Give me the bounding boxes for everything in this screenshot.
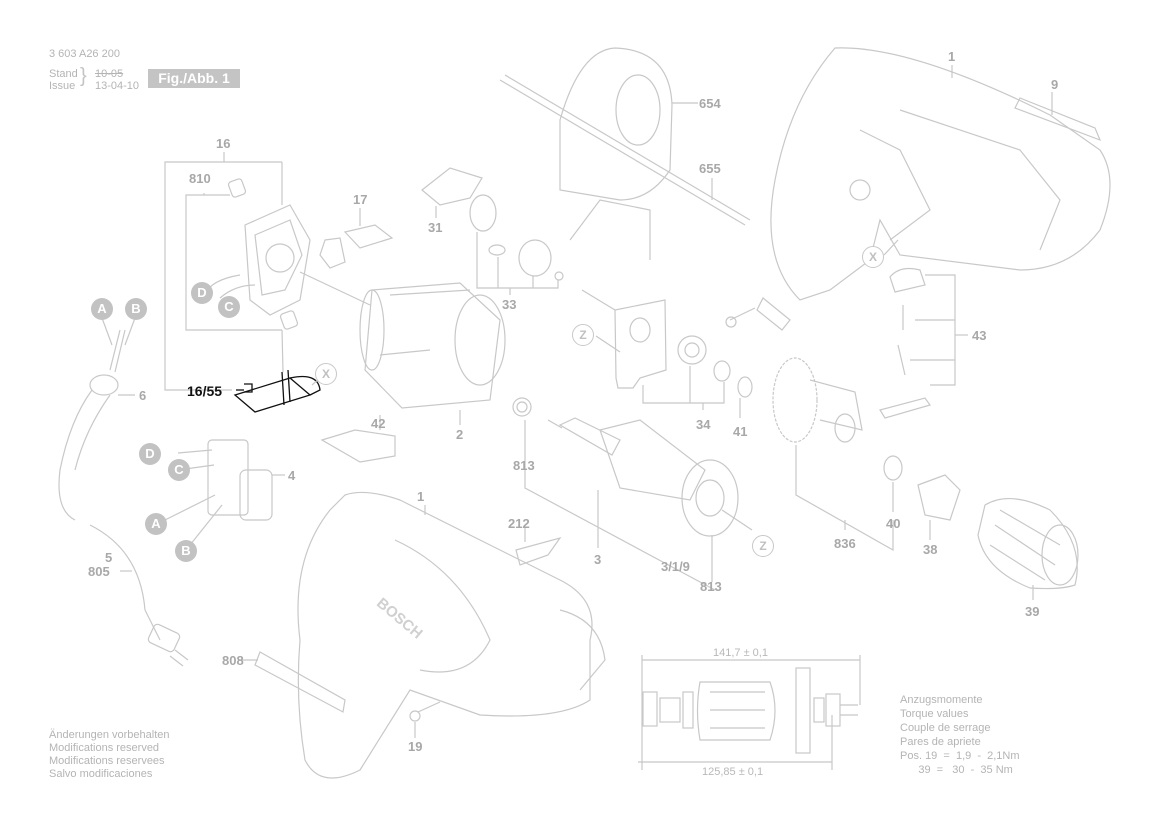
part-label-16-55[interactable]: 16/55 [187,383,223,399]
screw-19 [409,710,421,722]
ref-z-plate: Z [572,324,594,346]
issue-date: 13-04-10 [95,80,140,92]
part-label-808[interactable]: 808 [222,653,244,668]
housing-half-1-lower [297,491,606,779]
part-label-6[interactable]: 6 [139,388,147,403]
part-label-4[interactable]: 4 [288,468,296,483]
dimension-top: 141,7 ± 0,1 [713,647,768,659]
notice-line: Salvo modificaciones [49,768,153,780]
part-label-813-left[interactable]: 813 [513,458,535,473]
part-label-42[interactable]: 42 [371,416,386,431]
part-9-strip [1014,97,1102,142]
torque-line: Torque values [900,708,969,720]
switch-4 [164,439,285,546]
part-label-1-top[interactable]: 1 [948,49,956,64]
chuck-39 [977,497,1079,600]
armature-dimension-drawing [638,655,861,770]
stand-label: Stand [49,68,78,80]
part-42 [320,415,396,463]
issue-label: Issue [49,80,76,92]
callout-a-switch: A [145,513,167,535]
part-17 [319,208,394,269]
part-label-5[interactable]: 5 [105,550,113,565]
part-label-813-right[interactable]: 813 [700,579,722,594]
dimension-bottom: 125,85 ± 0,1 [702,766,764,778]
part-label-41[interactable]: 41 [733,424,748,439]
part-label-805[interactable]: 805 [88,564,110,579]
torque-line: 39 = 30 - 35 Nm [900,764,1013,776]
part-label-19[interactable]: 19 [408,739,423,754]
stand-date: 10-05 [95,68,124,80]
part-label-654[interactable]: 654 [699,96,721,111]
part-label-40[interactable]: 40 [886,516,901,531]
callout-c-plate: C [218,296,240,318]
part-212 [515,536,562,566]
callout-a-cable: A [91,298,113,320]
notice-line: Modifications reserved [49,742,160,754]
part-16-55 [233,369,321,413]
callout-b-cable: B [125,298,147,320]
part-label-31[interactable]: 31 [428,220,443,235]
spindle-38 [917,474,961,521]
ref-x-left: X [315,363,337,385]
part-label-33[interactable]: 33 [502,297,517,312]
part-label-34[interactable]: 34 [696,417,711,432]
callout-d-plate: D [191,282,213,304]
depth-stop-rod-655 [499,74,751,226]
gear-836 [772,357,894,552]
auxiliary-handle-654 [559,47,698,260]
ref-x-right: X [862,246,884,268]
part-label-2[interactable]: 2 [456,427,464,442]
torque-line: Pares de apriete [900,736,981,748]
notice-line: Änderungen vorbehalten [49,729,170,741]
torque-line: Pos. 19 = 1,9 - 2,1Nm [900,750,1020,762]
brush-plate-part [204,178,311,330]
part-34-assembly [642,335,753,418]
part-label-3-1-9[interactable]: 3/1/9 [661,559,690,574]
part-33-assembly [469,194,564,295]
bracket-16 [164,152,283,391]
part-label-17[interactable]: 17 [353,192,368,207]
part-label-655[interactable]: 655 [699,161,721,176]
part-43-assembly [879,267,968,419]
part-label-1-bottom[interactable]: 1 [417,489,425,504]
part-label-9[interactable]: 9 [1051,77,1059,92]
armature-3 [547,417,753,582]
document-number: 3 603 A26 200 [49,48,120,60]
part-label-16[interactable]: 16 [216,136,231,151]
housing-half-1 [770,47,1111,301]
callout-c-switch: C [168,459,190,481]
screw-and-link [725,297,791,331]
part-label-43[interactable]: 43 [972,328,987,343]
part-label-836[interactable]: 836 [834,536,856,551]
part-31 [421,167,483,218]
part-808-strip [254,651,346,713]
stator-2 [359,282,506,425]
part-label-39[interactable]: 39 [1025,604,1040,619]
brace-icon: } [80,65,87,87]
torque-line: Anzugsmomente [900,694,983,706]
circlip-40 [883,455,903,481]
torque-line: Couple de serrage [900,722,991,734]
figure-badge: Fig./Abb. 1 [148,69,240,88]
part-label-212[interactable]: 212 [508,516,530,531]
power-cable [58,329,189,667]
part-label-810[interactable]: 810 [189,171,211,186]
bearing-plate [581,289,667,389]
notice-line: Modifications reservees [49,755,165,767]
bearing-813-left [512,397,532,417]
ref-z-armature: Z [752,535,774,557]
part-label-3[interactable]: 3 [594,552,602,567]
callout-b-switch: B [175,540,197,562]
part-label-38[interactable]: 38 [923,542,938,557]
callout-d-switch: D [139,443,161,465]
